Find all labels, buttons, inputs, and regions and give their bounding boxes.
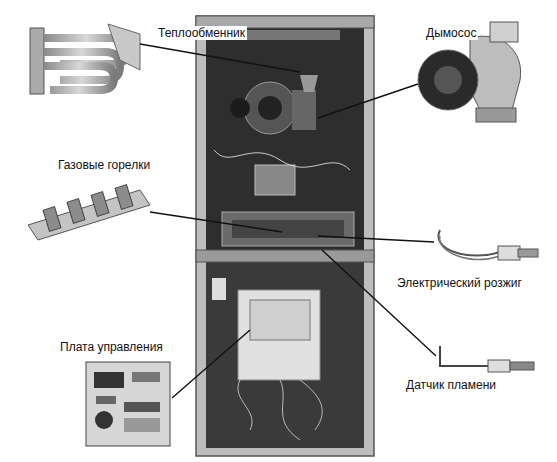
gas-burners-picture bbox=[28, 185, 150, 240]
heat-exchanger-picture bbox=[30, 24, 140, 94]
igniter-picture bbox=[438, 230, 538, 260]
part-label: Дымосос bbox=[424, 26, 478, 40]
furnace-cabinet bbox=[196, 16, 374, 456]
part-label: Теплообменник bbox=[156, 26, 247, 40]
control-board-picture bbox=[86, 362, 170, 446]
part-label: Плата управления bbox=[58, 340, 165, 354]
part-label: Газовые горелки bbox=[56, 158, 152, 172]
part-label: Электрический розжиг bbox=[395, 276, 524, 290]
part-label: Датчик пламени bbox=[404, 378, 498, 392]
flame-sensor-picture bbox=[440, 346, 534, 372]
inducer-blower-picture bbox=[418, 22, 521, 122]
leader-lines bbox=[140, 44, 436, 398]
